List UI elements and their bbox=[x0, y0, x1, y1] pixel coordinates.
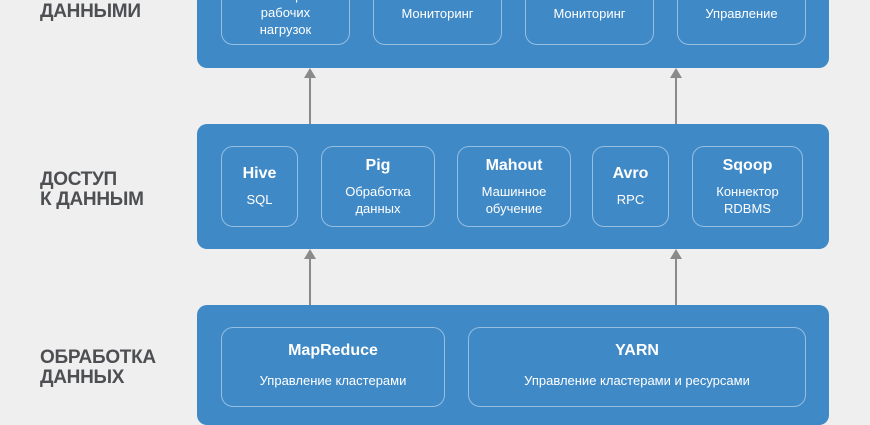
box-sub: Мониторинг рабочих нагрузок bbox=[249, 0, 321, 37]
layer-label-management: ДАННЫМИ bbox=[40, 1, 141, 22]
box-sub: RPC bbox=[616, 192, 645, 207]
box-title: Sqoop bbox=[722, 156, 773, 174]
box-sub: SQL bbox=[246, 192, 273, 207]
box-title: MapReduce bbox=[288, 342, 378, 359]
arrow-up-icon bbox=[670, 68, 682, 124]
box-monitoring-1: Мониторинг bbox=[373, 0, 502, 45]
arrow-up-icon bbox=[670, 249, 682, 305]
layer-label-processing: ОБРАБОТКА ДАННЫХ bbox=[40, 347, 156, 388]
box-management: Управление bbox=[677, 0, 806, 45]
box-sub: Мониторинг bbox=[401, 6, 474, 21]
box-sub: Коннектор RDBMS bbox=[716, 183, 779, 216]
box-yarn: YARN Управление кластерами и ресурсами bbox=[468, 327, 806, 407]
box-title: Hive bbox=[242, 165, 277, 182]
box-title: Avro bbox=[612, 165, 649, 182]
box-title: Pig bbox=[365, 156, 391, 174]
arrow-up-icon bbox=[304, 68, 316, 124]
box-sub: Управление bbox=[705, 6, 778, 21]
box-sub: Управление кластерами bbox=[259, 373, 407, 388]
box-sub: Машинное обучение bbox=[481, 183, 547, 216]
arrow-up-icon bbox=[304, 249, 316, 305]
box-sub: Управление кластерами и ресурсами bbox=[524, 373, 750, 388]
management-panel: Мониторинг рабочих нагрузок Мониторинг М… bbox=[197, 0, 829, 68]
box-sub: Мониторинг bbox=[553, 6, 626, 21]
box-title: YARN bbox=[615, 342, 659, 359]
layer-label-access: ДОСТУП К ДАННЫМ bbox=[40, 169, 144, 210]
box-monitoring-2: Мониторинг bbox=[525, 0, 654, 45]
box-workload-monitoring: Мониторинг рабочих нагрузок bbox=[221, 0, 350, 45]
box-title: Mahout bbox=[485, 156, 543, 174]
box-sub: Обработка данных bbox=[345, 183, 411, 216]
